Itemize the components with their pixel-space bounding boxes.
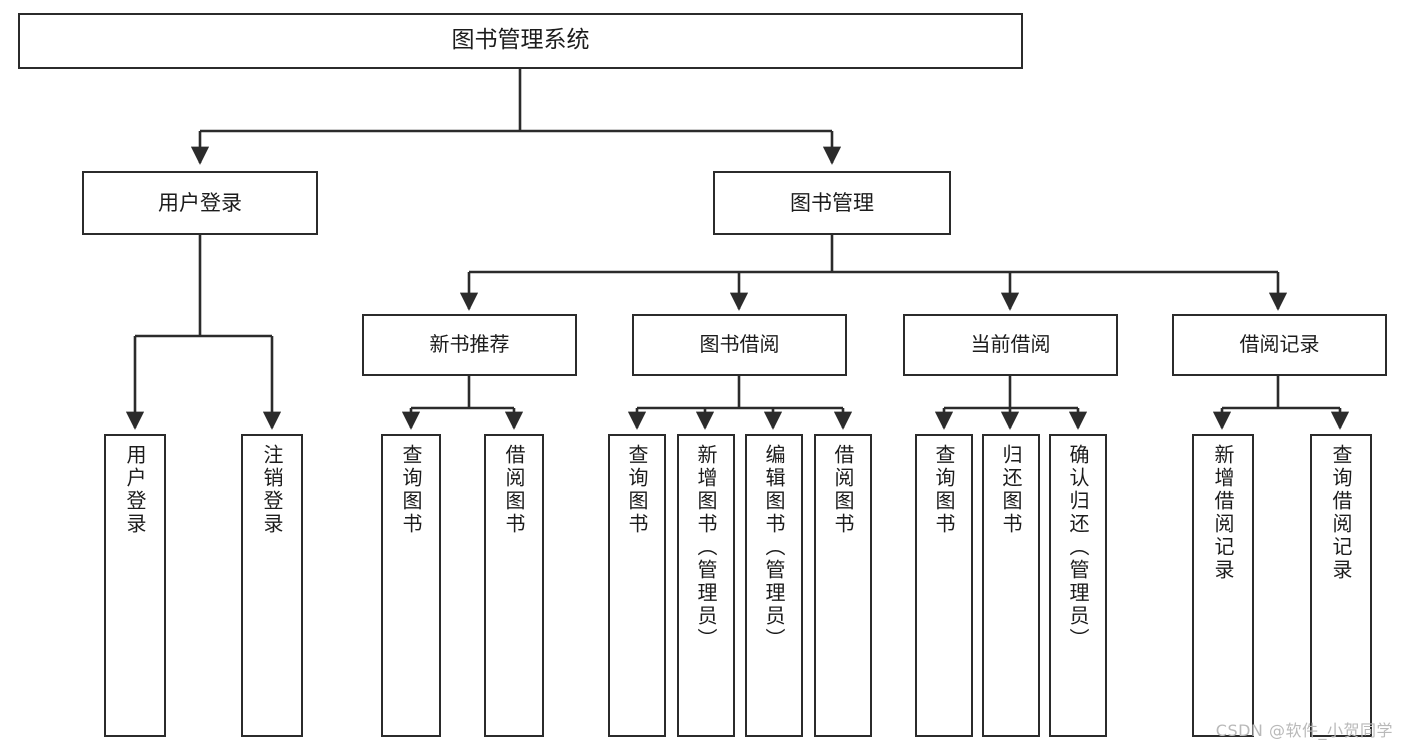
- leaf-logout[interactable]: 注销登录: [241, 434, 303, 737]
- node-borrow-record[interactable]: 借阅记录: [1172, 314, 1387, 376]
- leaf-edit-book[interactable]: 编辑图书（管理员）: [745, 434, 803, 737]
- node-book-manage[interactable]: 图书管理: [713, 171, 951, 235]
- leaf-query-book-2-label: 查询图书: [625, 444, 649, 536]
- node-root[interactable]: 图书管理系统: [18, 13, 1023, 69]
- leaf-borrow-book-1[interactable]: 借阅图书: [484, 434, 544, 737]
- leaf-add-book[interactable]: 新增图书（管理员）: [677, 434, 735, 737]
- leaf-add-book-label: 新增图书（管理员）: [694, 444, 718, 651]
- leaf-borrow-book-1-label: 借阅图书: [502, 444, 526, 536]
- leaf-borrow-book-2[interactable]: 借阅图书: [814, 434, 872, 737]
- leaf-return-book-label: 归还图书: [999, 444, 1023, 536]
- node-book-manage-label: 图书管理: [790, 190, 874, 215]
- leaf-borrow-book-2-label: 借阅图书: [831, 444, 855, 536]
- leaf-add-record[interactable]: 新增借阅记录: [1192, 434, 1254, 737]
- leaf-add-record-label: 新增借阅记录: [1211, 444, 1235, 582]
- leaf-confirm-return-label: 确认归还（管理员）: [1066, 444, 1090, 651]
- node-current-borrow[interactable]: 当前借阅: [903, 314, 1118, 376]
- leaf-user-login-label: 用户登录: [123, 444, 147, 536]
- node-new-book-recommend[interactable]: 新书推荐: [362, 314, 577, 376]
- node-book-borrow-label: 图书借阅: [699, 332, 780, 357]
- leaf-edit-book-label: 编辑图书（管理员）: [762, 444, 786, 651]
- leaf-logout-label: 注销登录: [260, 444, 284, 536]
- node-current-borrow-label: 当前借阅: [970, 332, 1051, 357]
- node-root-label: 图书管理系统: [451, 27, 590, 54]
- leaf-confirm-return[interactable]: 确认归还（管理员）: [1049, 434, 1107, 737]
- node-book-borrow[interactable]: 图书借阅: [632, 314, 847, 376]
- leaf-query-book-1-label: 查询图书: [399, 444, 423, 536]
- leaf-query-record-label: 查询借阅记录: [1329, 444, 1353, 582]
- leaf-query-record[interactable]: 查询借阅记录: [1310, 434, 1372, 737]
- node-user-login-label: 用户登录: [158, 190, 242, 215]
- leaf-query-book-3[interactable]: 查询图书: [915, 434, 973, 737]
- leaf-return-book[interactable]: 归还图书: [982, 434, 1040, 737]
- leaf-query-book-1[interactable]: 查询图书: [381, 434, 441, 737]
- watermark: CSDN @软件_小贺同学: [1215, 721, 1393, 740]
- node-user-login[interactable]: 用户登录: [82, 171, 318, 235]
- node-borrow-record-label: 借阅记录: [1239, 332, 1320, 357]
- leaf-user-login[interactable]: 用户登录: [104, 434, 166, 737]
- leaf-query-book-3-label: 查询图书: [932, 444, 956, 536]
- node-new-book-recommend-label: 新书推荐: [429, 332, 510, 357]
- leaf-query-book-2[interactable]: 查询图书: [608, 434, 666, 737]
